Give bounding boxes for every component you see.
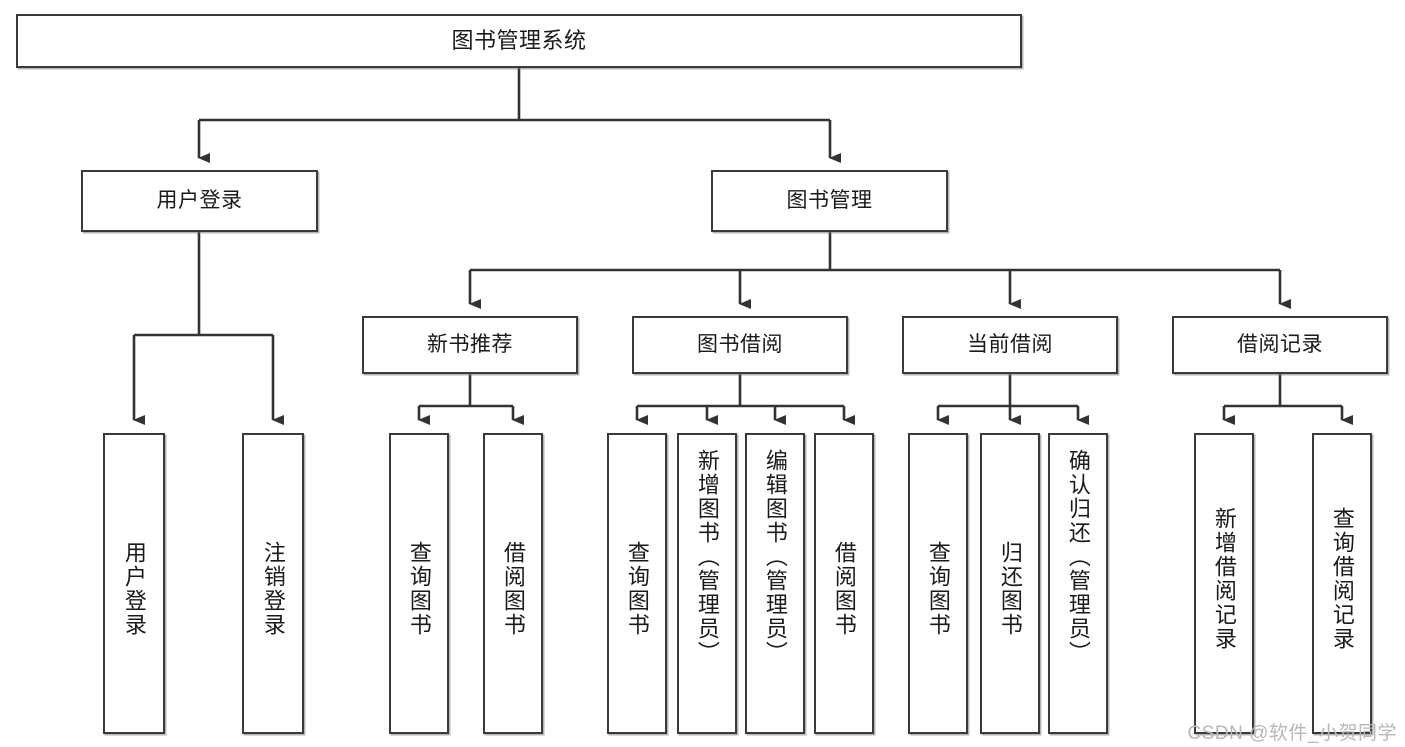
node-current-borrow[interactable]: 当前借阅 bbox=[902, 316, 1118, 374]
node-leaf-borrow-book-1-label: 借阅图书 bbox=[500, 541, 526, 637]
node-leaf-borrow-book-2[interactable]: 借阅图书 bbox=[814, 433, 874, 734]
node-current-borrow-label: 当前借阅 bbox=[967, 332, 1053, 356]
node-leaf-logout-login-label: 注销登录 bbox=[260, 541, 286, 637]
node-leaf-query-record[interactable]: 查询借阅记录 bbox=[1312, 433, 1372, 734]
node-leaf-query-book-2[interactable]: 查询图书 bbox=[607, 433, 667, 734]
node-leaf-query-book-3-label: 查询图书 bbox=[925, 541, 951, 637]
node-leaf-confirm-return-label: 确认归还（管理员） bbox=[1065, 449, 1091, 665]
node-leaf-return-book[interactable]: 归还图书 bbox=[980, 433, 1040, 734]
node-leaf-query-record-label: 查询借阅记录 bbox=[1329, 507, 1355, 651]
node-root[interactable]: 图书管理系统 bbox=[16, 14, 1022, 68]
node-leaf-borrow-book-1[interactable]: 借阅图书 bbox=[483, 433, 543, 734]
node-leaf-return-book-label: 归还图书 bbox=[997, 541, 1023, 637]
node-book-borrow-label: 图书借阅 bbox=[697, 332, 783, 356]
node-leaf-add-record-label: 新增借阅记录 bbox=[1211, 507, 1237, 651]
node-leaf-user-login[interactable]: 用户登录 bbox=[103, 433, 165, 734]
node-book-borrow[interactable]: 图书借阅 bbox=[632, 316, 848, 374]
node-leaf-user-login-label: 用户登录 bbox=[121, 541, 147, 637]
node-borrow-record[interactable]: 借阅记录 bbox=[1172, 316, 1388, 374]
node-leaf-borrow-book-2-label: 借阅图书 bbox=[831, 541, 857, 637]
node-leaf-query-book-3[interactable]: 查询图书 bbox=[908, 433, 968, 734]
node-borrow-record-label: 借阅记录 bbox=[1237, 332, 1323, 356]
node-root-label: 图书管理系统 bbox=[451, 28, 587, 54]
node-leaf-edit-book[interactable]: 编辑图书（管理员） bbox=[745, 433, 805, 734]
node-leaf-confirm-return[interactable]: 确认归还（管理员） bbox=[1048, 433, 1108, 734]
node-leaf-logout-login[interactable]: 注销登录 bbox=[242, 433, 304, 734]
node-leaf-query-book-1-label: 查询图书 bbox=[406, 541, 432, 637]
watermark: CSDN @软件_小贺同学 bbox=[1187, 723, 1397, 744]
node-user-login[interactable]: 用户登录 bbox=[81, 170, 318, 232]
node-new-book-recommend[interactable]: 新书推荐 bbox=[362, 316, 578, 374]
node-leaf-add-book[interactable]: 新增图书（管理员） bbox=[677, 433, 737, 734]
node-leaf-add-record[interactable]: 新增借阅记录 bbox=[1194, 433, 1254, 734]
node-leaf-edit-book-label: 编辑图书（管理员） bbox=[762, 449, 788, 665]
node-leaf-query-book-1[interactable]: 查询图书 bbox=[389, 433, 449, 734]
node-new-book-recommend-label: 新书推荐 bbox=[427, 332, 513, 356]
node-leaf-add-book-label: 新增图书（管理员） bbox=[694, 449, 720, 665]
node-book-manage-label: 图书管理 bbox=[786, 188, 873, 212]
node-book-manage[interactable]: 图书管理 bbox=[711, 170, 948, 232]
node-user-login-label: 用户登录 bbox=[156, 188, 243, 212]
node-leaf-query-book-2-label: 查询图书 bbox=[624, 541, 650, 637]
